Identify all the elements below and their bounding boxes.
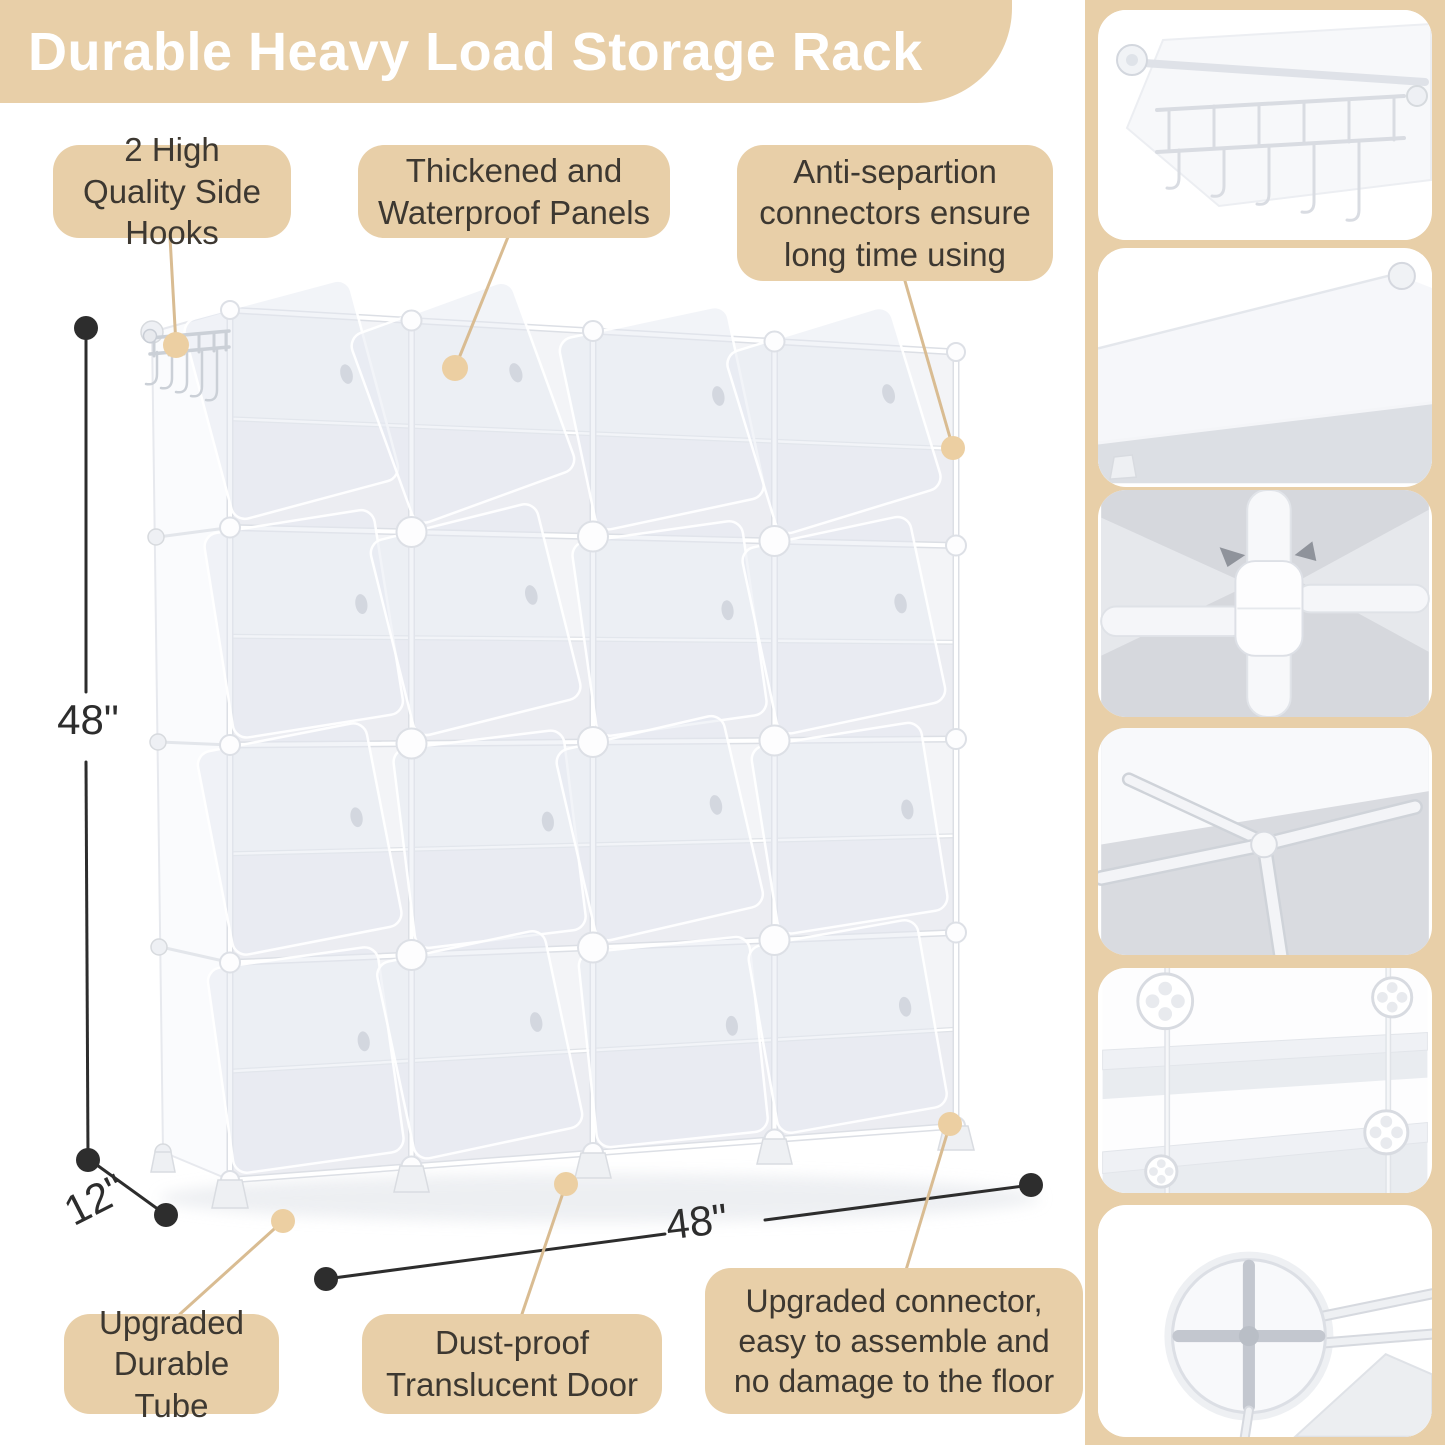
inset-anti-separation-connector-closeup [1098, 490, 1432, 717]
side-hooks-detail-art [1099, 10, 1432, 240]
dimension-dots [74, 316, 1043, 1291]
inset-tube-frame-corner-closeup [1098, 728, 1432, 955]
floor-connector-detail-art [1098, 1205, 1432, 1437]
detail-image-strip [1085, 0, 1445, 1445]
callout-waterproof-panels: Thickened and Waterproof Panels [358, 145, 670, 238]
callout-translucent-door: Dust-proof Translucent Door [362, 1314, 662, 1414]
callout-anti-separation-connectors: Anti-separtion connectors ensure long ti… [737, 145, 1053, 281]
callout-side-hooks: 2 High Quality Side Hooks [53, 131, 291, 251]
callout-durable-tube: Upgraded Durable Tube [64, 1304, 279, 1424]
width-dimension-label: 48" [663, 1194, 731, 1249]
dimension-lines [84, 326, 1033, 1281]
callout-leader-dots [163, 332, 965, 1233]
height-dimension-label: 48" [57, 696, 119, 743]
ball-connectors [219, 300, 967, 1190]
anti-separation-connector-detail-art [1100, 490, 1430, 717]
inset-waterproof-panel-closeup [1098, 248, 1432, 487]
rack-side-panel [140, 308, 231, 1182]
translucent-doors [183, 279, 949, 1174]
floor-shadow [160, 1174, 1040, 1222]
title-banner: Durable Heavy Load Storage Rack [0, 0, 1012, 103]
x-wheel-connectors [1136, 972, 1414, 1189]
tube-frame-corner-detail-art [1098, 728, 1429, 955]
inset-side-hooks-closeup [1098, 10, 1432, 240]
inset-floor-connector-closeup [1098, 1205, 1432, 1437]
waterproof-panel-detail-art [1098, 251, 1432, 484]
page-title: Durable Heavy Load Storage Rack [28, 21, 923, 82]
callout-floor-connector: Upgraded connector, easy to assemble and… [705, 1268, 1083, 1414]
callout-leader-lines [168, 235, 955, 1316]
inset-inner-shelf-connectors-closeup [1098, 968, 1432, 1193]
inner-shelf-connectors-detail-art [1102, 968, 1428, 1193]
